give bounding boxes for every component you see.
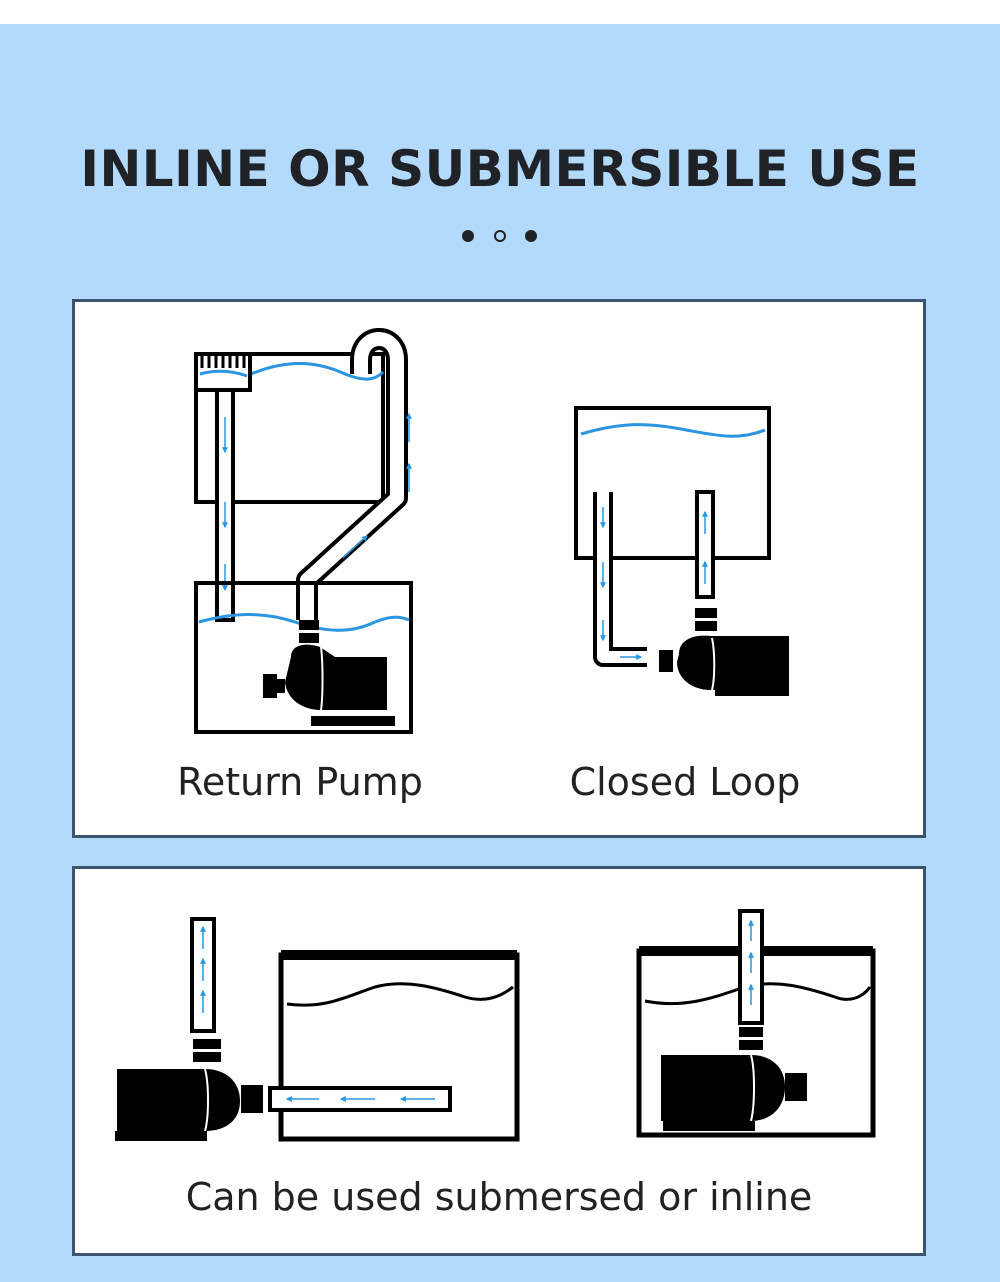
caption-closed-loop: Closed Loop bbox=[569, 760, 801, 804]
panel-submersed-or-inline: Can be used submersed or inline bbox=[72, 866, 926, 1256]
caption-return-pump: Return Pump bbox=[177, 760, 423, 804]
panel-1-illustration bbox=[194, 328, 789, 734]
inline-diagram bbox=[115, 917, 520, 1142]
pump-icon bbox=[115, 1039, 263, 1141]
inline-outlet-pipe-icon bbox=[190, 917, 216, 1033]
pager-dot-3[interactable] bbox=[525, 230, 537, 242]
flow-arrow-icon bbox=[342, 535, 368, 559]
page-title: INLINE OR SUBMERSIBLE USE bbox=[80, 140, 920, 198]
closed-loop-diagram bbox=[574, 406, 789, 696]
closed-loop-tank-icon bbox=[574, 406, 771, 560]
drain-pipe-icon bbox=[215, 388, 235, 622]
sump-tank-icon bbox=[194, 581, 413, 734]
closed-loop-intake-pipe-icon bbox=[593, 492, 647, 667]
submersed-outlet-pipe-icon bbox=[738, 909, 764, 1025]
submersed-diagram bbox=[636, 909, 876, 1138]
pager-dot-2[interactable] bbox=[494, 230, 506, 242]
closed-loop-return-pipe-icon bbox=[695, 490, 715, 599]
pager-dot-1[interactable] bbox=[462, 230, 474, 242]
return-pump-diagram bbox=[194, 328, 413, 734]
inline-tank-icon bbox=[278, 950, 520, 1142]
return-pipe-icon bbox=[296, 328, 412, 620]
inline-intake-pipe-icon bbox=[268, 1086, 452, 1112]
pager-dots bbox=[0, 230, 1000, 246]
panel-return-and-closed-loop: Return Pump Closed Loop bbox=[72, 299, 926, 838]
caption-submersed-or-inline: Can be used submersed or inline bbox=[185, 1175, 813, 1219]
panel-2-illustration bbox=[115, 909, 876, 1142]
pump-icon bbox=[661, 1027, 807, 1131]
pump-icon bbox=[263, 620, 395, 726]
pump-icon bbox=[659, 608, 789, 696]
display-tank-icon bbox=[194, 352, 385, 504]
